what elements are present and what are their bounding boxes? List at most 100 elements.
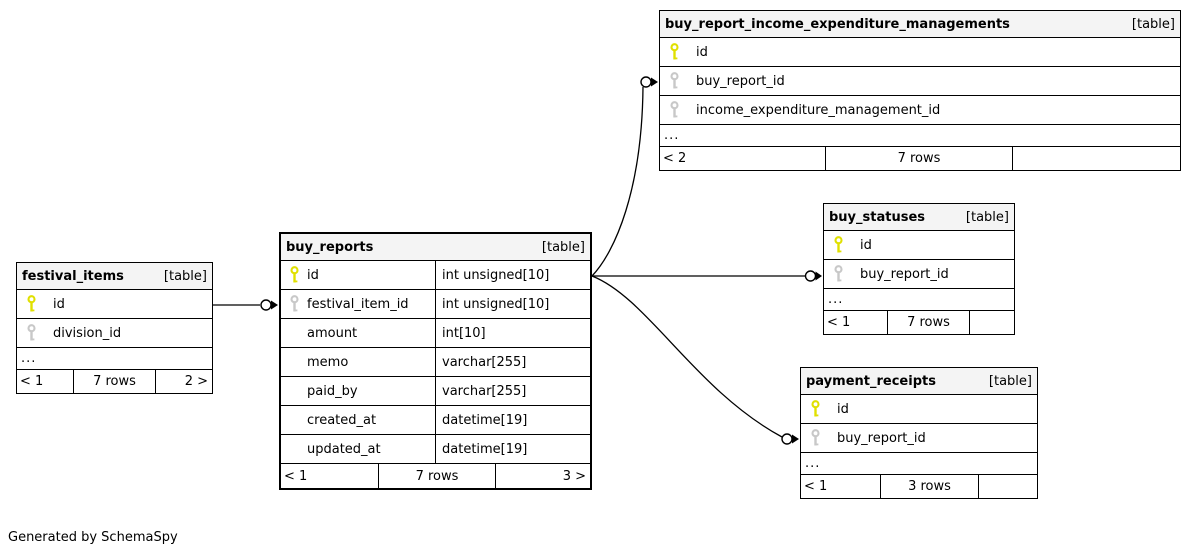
table-header[interactable]: buy_reports [table] bbox=[281, 234, 590, 261]
column-name: division_id bbox=[53, 325, 122, 341]
footer-row-count: 3 rows bbox=[881, 475, 979, 498]
ellipsis-row: ... bbox=[824, 289, 1014, 311]
footer-parents-count: < 1 bbox=[824, 311, 888, 334]
connector-buy-reports-to-payment-receipts bbox=[591, 275, 783, 438]
table-tag: [table] bbox=[988, 373, 1032, 389]
table-footer: < 1 7 rows bbox=[824, 311, 1014, 334]
table-name: festival_items bbox=[22, 268, 124, 284]
primary-key-icon bbox=[801, 400, 837, 418]
column-row: id int unsigned[10] bbox=[281, 261, 590, 290]
table-tag: [table] bbox=[1131, 16, 1175, 32]
column-row: buy_report_id bbox=[824, 260, 1014, 289]
footer-parents-count: < 1 bbox=[17, 370, 74, 393]
column-name: id bbox=[696, 44, 708, 60]
table-name: buy_report_income_expenditure_management… bbox=[665, 16, 1010, 32]
primary-key-icon bbox=[17, 295, 53, 313]
column-type: int unsigned[10] bbox=[442, 267, 550, 283]
column-type: varchar[255] bbox=[442, 354, 527, 370]
column-type: varchar[255] bbox=[442, 383, 527, 399]
footer-row-count: 7 rows bbox=[74, 370, 156, 393]
zero-or-one-circle bbox=[260, 299, 272, 311]
table-buy-statuses[interactable]: buy_statuses [table] id buy_report_id ..… bbox=[823, 203, 1015, 335]
column-name: id bbox=[860, 237, 872, 253]
column-name: paid_by bbox=[307, 383, 358, 399]
arrowhead bbox=[815, 271, 822, 281]
column-type: int[10] bbox=[442, 325, 486, 341]
foreign-key-icon bbox=[281, 295, 307, 313]
ellipsis-row: ... bbox=[17, 348, 212, 370]
table-header[interactable]: payment_receipts [table] bbox=[801, 368, 1037, 395]
table-name: buy_statuses bbox=[829, 209, 926, 225]
column-name: buy_report_id bbox=[860, 266, 949, 282]
table-name: payment_receipts bbox=[806, 373, 936, 389]
column-name: id bbox=[837, 401, 849, 417]
foreign-key-icon bbox=[824, 265, 860, 283]
table-footer: < 1 7 rows 3 > bbox=[281, 464, 590, 488]
foreign-key-icon bbox=[17, 324, 53, 342]
zero-or-one-circle bbox=[781, 433, 793, 445]
column-row: created_at datetime[19] bbox=[281, 406, 590, 435]
footer-children-count bbox=[979, 475, 1037, 498]
primary-key-icon bbox=[281, 266, 307, 284]
column-name: created_at bbox=[307, 412, 377, 428]
footer-children-count: 2 > bbox=[184, 374, 208, 389]
column-row: amount int[10] bbox=[281, 319, 590, 348]
table-tag: [table] bbox=[541, 239, 585, 255]
table-header[interactable]: festival_items [table] bbox=[17, 263, 212, 290]
footer-parents-count: < 1 bbox=[281, 464, 379, 488]
zero-or-one-circle bbox=[640, 76, 652, 88]
ellipsis-row: ... bbox=[660, 125, 1180, 147]
column-row: id bbox=[801, 395, 1037, 424]
arrowhead bbox=[651, 77, 658, 87]
arrowhead bbox=[792, 434, 799, 444]
generated-by-note: Generated by SchemaSpy bbox=[8, 530, 178, 545]
column-type: datetime[19] bbox=[442, 441, 528, 457]
foreign-key-icon bbox=[660, 72, 696, 90]
ellipsis-row: ... bbox=[801, 453, 1037, 475]
table-festival-items[interactable]: festival_items [table] id division_id ..… bbox=[16, 262, 213, 394]
table-tag: [table] bbox=[965, 209, 1009, 225]
column-name: income_expenditure_management_id bbox=[696, 102, 941, 118]
column-row: updated_at datetime[19] bbox=[281, 435, 590, 464]
column-name: updated_at bbox=[307, 441, 381, 457]
foreign-key-icon bbox=[660, 101, 696, 119]
table-header[interactable]: buy_report_income_expenditure_management… bbox=[660, 11, 1180, 38]
column-row: division_id bbox=[17, 319, 212, 348]
table-buy-report-income-expenditure-managements[interactable]: buy_report_income_expenditure_management… bbox=[659, 10, 1181, 171]
column-row: buy_report_id bbox=[660, 67, 1180, 96]
arrowhead bbox=[271, 300, 278, 310]
column-name: buy_report_id bbox=[837, 430, 926, 446]
foreign-key-icon bbox=[801, 429, 837, 447]
table-buy-reports[interactable]: buy_reports [table] id int unsigned[10] … bbox=[279, 232, 592, 490]
footer-row-count: 7 rows bbox=[888, 311, 970, 334]
column-row: buy_report_id bbox=[801, 424, 1037, 453]
footer-row-count: 7 rows bbox=[379, 464, 496, 488]
column-row: paid_by varchar[255] bbox=[281, 377, 590, 406]
column-row: festival_item_id int unsigned[10] bbox=[281, 290, 590, 319]
footer-parents-count: < 2 bbox=[660, 147, 826, 170]
table-footer: < 1 7 rows 2 > bbox=[17, 370, 212, 393]
table-payment-receipts[interactable]: payment_receipts [table] id buy_report_i… bbox=[800, 367, 1038, 499]
table-footer: < 2 7 rows bbox=[660, 147, 1180, 170]
column-name: id bbox=[53, 296, 65, 312]
footer-children-count bbox=[970, 311, 1014, 334]
column-row: id bbox=[824, 231, 1014, 260]
column-name: festival_item_id bbox=[307, 296, 409, 312]
column-type: datetime[19] bbox=[442, 412, 528, 428]
footer-children-count bbox=[1013, 147, 1180, 170]
footer-parents-count: < 1 bbox=[801, 475, 881, 498]
column-type: int unsigned[10] bbox=[442, 296, 550, 312]
column-row: income_expenditure_management_id bbox=[660, 96, 1180, 125]
zero-or-one-circle bbox=[804, 270, 817, 282]
table-header[interactable]: buy_statuses [table] bbox=[824, 204, 1014, 231]
column-row: memo varchar[255] bbox=[281, 348, 590, 377]
footer-row-count: 7 rows bbox=[826, 147, 1013, 170]
column-name: buy_report_id bbox=[696, 73, 785, 89]
column-name: amount bbox=[307, 325, 358, 341]
column-row: id bbox=[17, 290, 212, 319]
table-footer: < 1 3 rows bbox=[801, 475, 1037, 498]
primary-key-icon bbox=[660, 43, 696, 61]
footer-children-count: 3 > bbox=[562, 468, 586, 484]
connector-buy-reports-to-income-expenditure bbox=[591, 86, 644, 277]
